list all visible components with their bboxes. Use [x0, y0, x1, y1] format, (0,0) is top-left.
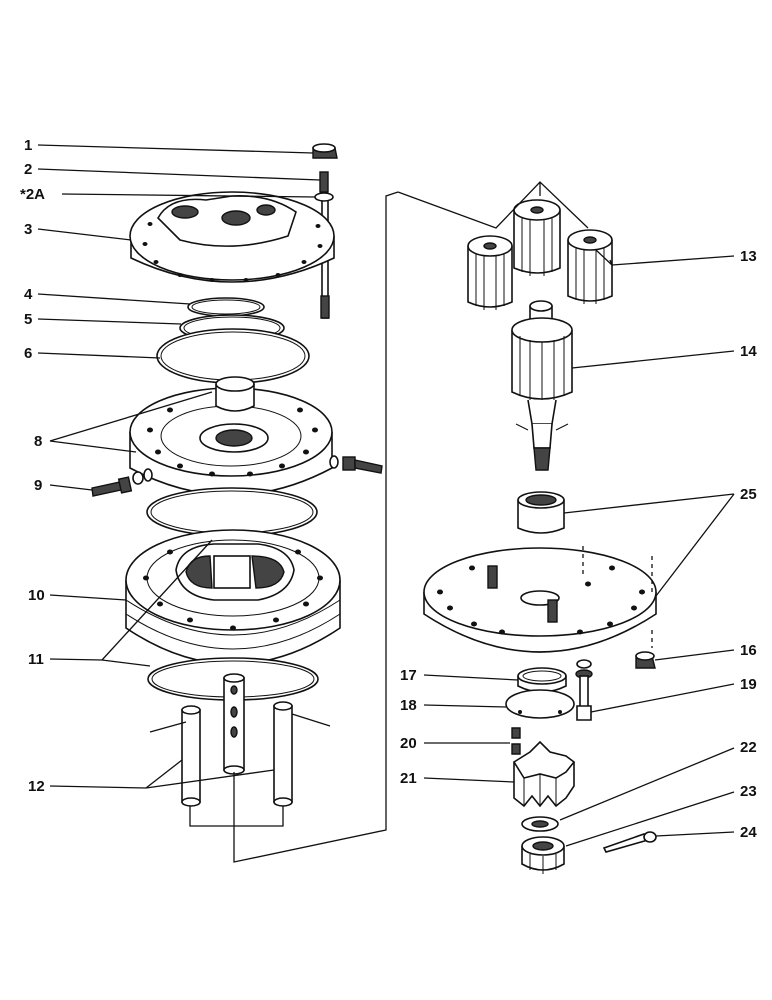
- part-13-bracket: [397, 181, 589, 229]
- leader-lines: [37, 144, 735, 847]
- callout-6: 6: [24, 345, 32, 362]
- part-24-cotter-pin: [602, 831, 657, 853]
- callout-24: 24: [740, 824, 757, 841]
- callout-17: 17: [400, 667, 417, 684]
- callout-25: 25: [740, 486, 757, 503]
- callout-2a: *2A: [20, 186, 45, 203]
- part-8-housing-plate: [129, 376, 333, 496]
- callout-20: 20: [400, 735, 417, 752]
- callout-9: 9: [34, 477, 42, 494]
- callout-11: 11: [28, 651, 44, 668]
- callout-4: 4: [24, 286, 33, 303]
- callout-16: 16: [740, 642, 757, 659]
- part-9-bolts: [91, 455, 383, 497]
- part-18-plate: [505, 689, 575, 719]
- part-13-planet-gears: [467, 199, 613, 310]
- part-11-upper-o-ring: [146, 487, 318, 537]
- callout-1: 1: [24, 137, 32, 154]
- part-25-sleeve: [517, 491, 565, 534]
- part-19-bolt: [575, 659, 593, 721]
- callout-18: 18: [400, 697, 417, 714]
- part-21-drive-gear: [512, 740, 576, 808]
- callout-14: 14: [740, 343, 757, 360]
- callout-8: 8: [34, 433, 42, 450]
- part-1-nut: [312, 143, 338, 159]
- part-4-o-ring: [187, 297, 265, 317]
- part-23-castle-nut: [521, 836, 565, 874]
- callout-5: 5: [24, 311, 32, 328]
- callout-2: 2: [24, 161, 32, 178]
- part-2a-washer: [314, 192, 334, 202]
- part-25-dashes: [582, 546, 653, 648]
- part-10-pump-body: [125, 529, 341, 665]
- part-25-plate: [423, 547, 657, 653]
- callout-23: 23: [740, 783, 757, 800]
- part-14-sun-gear-shaft: [511, 300, 573, 471]
- part-22-washer: [521, 816, 559, 832]
- callout-19: 19: [740, 676, 757, 693]
- part-16-nut: [635, 651, 656, 669]
- part-3-cover-plate: [129, 191, 335, 283]
- callout-13: 13: [740, 248, 757, 265]
- pins-group-bracket: [189, 191, 399, 863]
- callout-21: 21: [400, 770, 417, 787]
- callout-22: 22: [740, 739, 757, 756]
- part-17-seal: [517, 667, 567, 693]
- callout-labels: 1 2 *2A 3 4 5 6 8 9 10 11 12 13 14 25 16…: [20, 137, 757, 841]
- part-12-pins: [181, 673, 293, 807]
- callout-10: 10: [28, 587, 45, 604]
- part-20-key: [511, 727, 521, 755]
- callout-12: 12: [28, 778, 45, 795]
- callout-3: 3: [24, 221, 32, 238]
- part-6-o-ring: [156, 328, 310, 384]
